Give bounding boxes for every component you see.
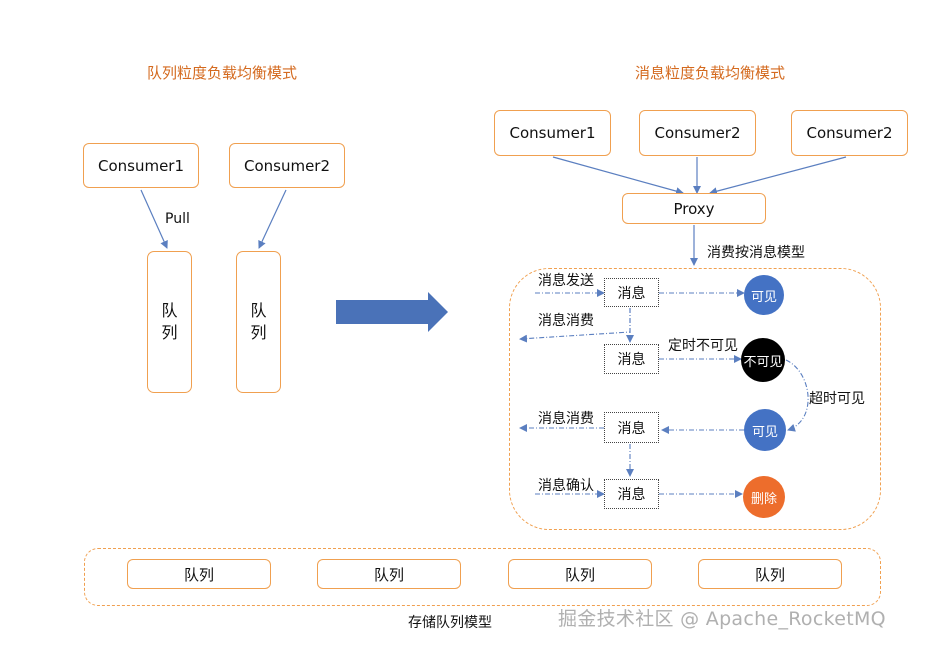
storage-queue-2: 队列 <box>317 559 461 589</box>
consume-label-1: 消息消费 <box>538 313 594 329</box>
left-consumer1-box: Consumer1 <box>83 143 199 188</box>
consumer2b-to-proxy-arrow <box>709 156 847 196</box>
storage-region <box>84 548 881 606</box>
consume-label-2: 消息消费 <box>538 411 594 427</box>
left-queue-2-label: 队列 <box>250 301 267 342</box>
delete-state: 删除 <box>743 476 785 518</box>
message-box-2: 消息 <box>604 344 659 374</box>
left-title: 队列粒度负载均衡模式 <box>147 64 298 82</box>
right-title: 消息粒度负载均衡模式 <box>635 64 786 82</box>
visible-state-2: 可见 <box>744 409 786 451</box>
storage-queue-1: 队列 <box>127 559 271 589</box>
pull-arrow <box>140 189 168 249</box>
message-box-4: 消息 <box>604 479 659 509</box>
proxy-box: Proxy <box>622 193 766 224</box>
left-queue-1: 队列 <box>147 251 192 393</box>
timeout-arrow <box>785 359 809 432</box>
timer-label: 定时不可见 <box>668 338 738 354</box>
right-consumer1-box: Consumer1 <box>494 110 611 156</box>
message-box-1: 消息 <box>604 278 659 307</box>
storage-queue-4: 队列 <box>698 559 842 589</box>
storage-queue-3: 队列 <box>508 559 652 589</box>
right-consumer2b-box: Consumer2 <box>791 110 908 156</box>
watermark-text: 掘金技术社区 @ Apache_RocketMQ <box>558 608 886 630</box>
invisible-state: 不可见 <box>741 338 785 382</box>
right-consumer2a-box: Consumer2 <box>639 110 756 156</box>
timeout-label: 超时可见 <box>809 391 865 407</box>
ack-label: 消息确认 <box>538 478 594 494</box>
big-transition-arrow <box>336 292 448 332</box>
pull-label: Pull <box>165 211 190 227</box>
storage-label: 存储队列模型 <box>408 615 492 631</box>
consumer1-to-proxy-arrow <box>552 156 684 195</box>
message-box-3: 消息 <box>604 412 659 443</box>
visible-state-1: 可见 <box>744 275 784 315</box>
left-queue-2: 队列 <box>236 251 281 393</box>
send-label: 消息发送 <box>538 273 594 289</box>
left-consumer2-box: Consumer2 <box>229 143 345 188</box>
left-queue-1-label: 队列 <box>161 301 178 342</box>
consumer2-to-queue-arrow <box>258 189 287 249</box>
message-flow-region <box>509 268 881 530</box>
proxy-label: 消费按消息模型 <box>707 245 805 261</box>
